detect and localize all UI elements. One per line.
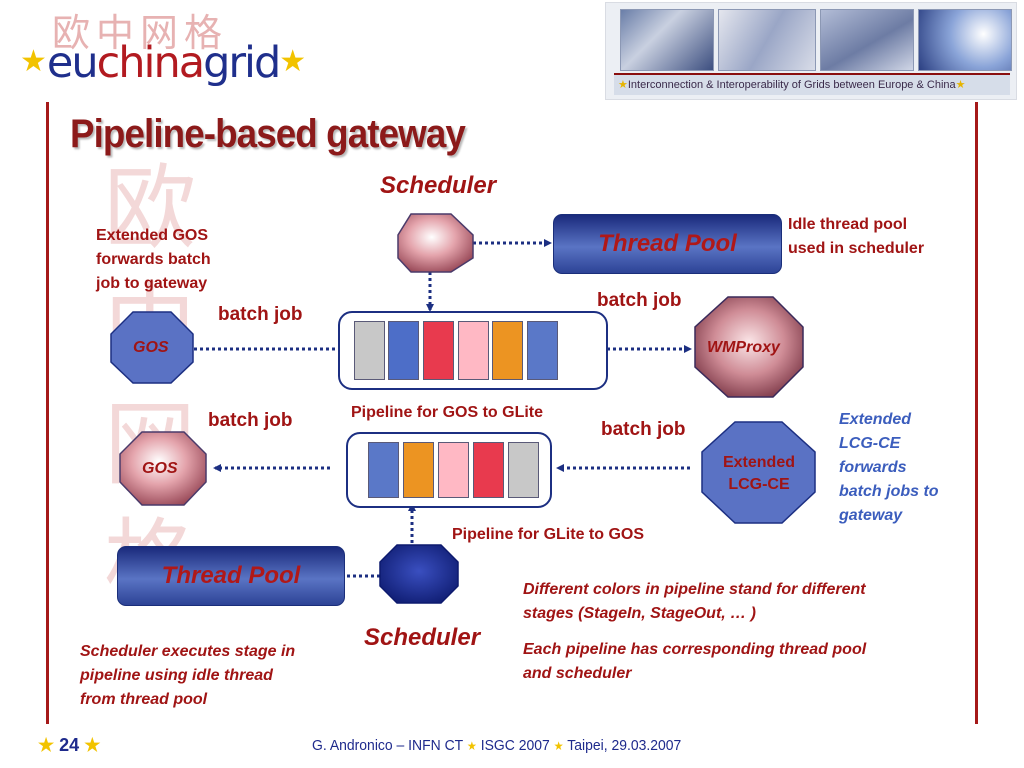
footer-credit: G. Andronico – INFN CT ★ ISGC 2007 ★ Tai… (312, 737, 681, 754)
note-pipeline-colors: Different colors in pipeline stand for d… (523, 578, 866, 626)
extended-lcg-ce-label-line: Extended (722, 454, 795, 471)
watermark-char: 欧 (103, 155, 196, 262)
note-line: batch jobs to (839, 483, 939, 500)
star-icon: ★ (38, 735, 55, 755)
footer-event: ISGC 2007 (480, 737, 550, 754)
logo-chinese-text: 欧中网格 (52, 11, 229, 55)
star-icon: ★ (618, 79, 628, 91)
scheduler-top-octagon (397, 213, 474, 273)
batch-job-label: batch job (597, 290, 682, 311)
scheduler-bottom-label: Scheduler (364, 624, 481, 651)
note-line: Each pipeline has corresponding thread p… (523, 641, 867, 658)
note-scheduler-executes: Scheduler executes stage in pipeline usi… (80, 640, 295, 712)
scheduler-top-label: Scheduler (380, 172, 497, 199)
note-line: Extended GOS (96, 227, 209, 244)
pipeline-gos-to-glite-caption: Pipeline for GOS to GLite (351, 404, 544, 421)
pipeline-stage-cell (492, 321, 523, 380)
slide-title: Pipeline-based gateway (70, 112, 466, 156)
pipeline-glite-to-gos-caption: Pipeline for GLite to GOS (452, 526, 645, 543)
star-icon: ★ (553, 739, 564, 753)
note-extended-lcg-ce: Extended LCG-CE forwards batch jobs to g… (839, 408, 939, 528)
wmproxy-octagon (694, 296, 804, 398)
pipeline-stage-cell (527, 321, 558, 380)
note-line: Idle thread pool (788, 216, 908, 233)
header-banner: ★Interconnection & Interoperability of G… (605, 2, 1017, 100)
banner-photo-fibers (918, 9, 1012, 71)
note-line: used in scheduler (788, 240, 925, 257)
note-line: pipeline using idle thread (80, 667, 273, 684)
note-line: job to gateway (96, 275, 208, 292)
pipeline-stage-cell (423, 321, 454, 380)
logo-prefix: eu (46, 38, 99, 88)
batch-job-label: batch job (208, 410, 293, 431)
banner-photo-scientist (820, 9, 914, 71)
thread-pool-bottom-label: Thread Pool (161, 562, 301, 589)
pipeline-glite-to-gos (346, 432, 552, 508)
note-line: and scheduler (523, 665, 632, 682)
right-border-rule (975, 102, 978, 724)
note-line: LCG-CE (839, 435, 901, 452)
footer-page-number: ★ 24 ★ (38, 735, 100, 756)
banner-photo-dna (718, 9, 816, 71)
extended-lcg-ce-octagon (701, 421, 816, 524)
pipeline-stage-cell (473, 442, 504, 498)
pipeline-stage-cell (403, 442, 434, 498)
note-extended-gos: Extended GOS forwards batch job to gatew… (96, 224, 211, 296)
note-line: gateway (839, 507, 903, 524)
gos-top-label: GOS (133, 339, 169, 356)
pipeline-stage-cell (508, 442, 539, 498)
note-idle-thread-pool: Idle thread pool used in scheduler (788, 213, 924, 261)
scheduler-bottom-octagon (379, 544, 459, 604)
banner-caption: ★Interconnection & Interoperability of G… (614, 73, 1010, 95)
logo-middle: china (96, 38, 205, 88)
footer-place-date: Taipei, 29.03.2007 (567, 737, 682, 754)
euchinagrid-logo: ★euchinagrid★ (20, 38, 306, 88)
pipeline-gos-to-glite (338, 311, 608, 390)
star-icon: ★ (466, 739, 477, 753)
batch-job-label: batch job (218, 304, 303, 325)
wmproxy-label: WMProxy (707, 339, 780, 356)
note-line: stages (StageIn, StageOut, … ) (523, 605, 756, 622)
banner-photo-computers (620, 9, 714, 71)
note-line: Scheduler executes stage in (80, 643, 296, 660)
pipeline-stage-cell (354, 321, 385, 380)
banner-caption-text: Interconnection & Interoperability of Gr… (627, 79, 956, 91)
star-icon: ★ (84, 735, 101, 755)
note-line: from thread pool (80, 691, 208, 708)
star-icon: ★ (955, 79, 966, 91)
gos-top-octagon (110, 311, 194, 384)
note-each-pipeline: Each pipeline has corresponding thread p… (523, 638, 866, 686)
star-icon: ★ (20, 44, 47, 79)
batch-job-label: batch job (601, 419, 686, 440)
thread-pool-top-label: Thread Pool (598, 230, 737, 257)
pipeline-stage-cell (438, 442, 469, 498)
note-line: forwards batch (96, 251, 211, 268)
star-icon: ★ (279, 44, 307, 79)
extended-lcg-ce-label: Extended LCG-CE (713, 452, 805, 496)
gos-bottom-label: GOS (142, 460, 178, 477)
thread-pool-bottom: Thread Pool (117, 546, 345, 606)
logo-suffix: grid (203, 38, 281, 88)
note-line: Extended (839, 411, 912, 428)
extended-lcg-ce-label-line: LCG-CE (728, 476, 790, 493)
footer-author: G. Andronico – INFN CT (312, 737, 463, 754)
note-line: forwards (839, 459, 907, 476)
left-border-rule (46, 102, 49, 724)
note-line: Different colors in pipeline stand for d… (523, 581, 866, 598)
gos-bottom-octagon (119, 431, 207, 506)
thread-pool-top: Thread Pool (553, 214, 782, 274)
pipeline-stage-cell (368, 442, 399, 498)
pipeline-stage-cell (388, 321, 419, 380)
pipeline-stage-cell (458, 321, 489, 380)
page-number: 24 (59, 735, 80, 755)
